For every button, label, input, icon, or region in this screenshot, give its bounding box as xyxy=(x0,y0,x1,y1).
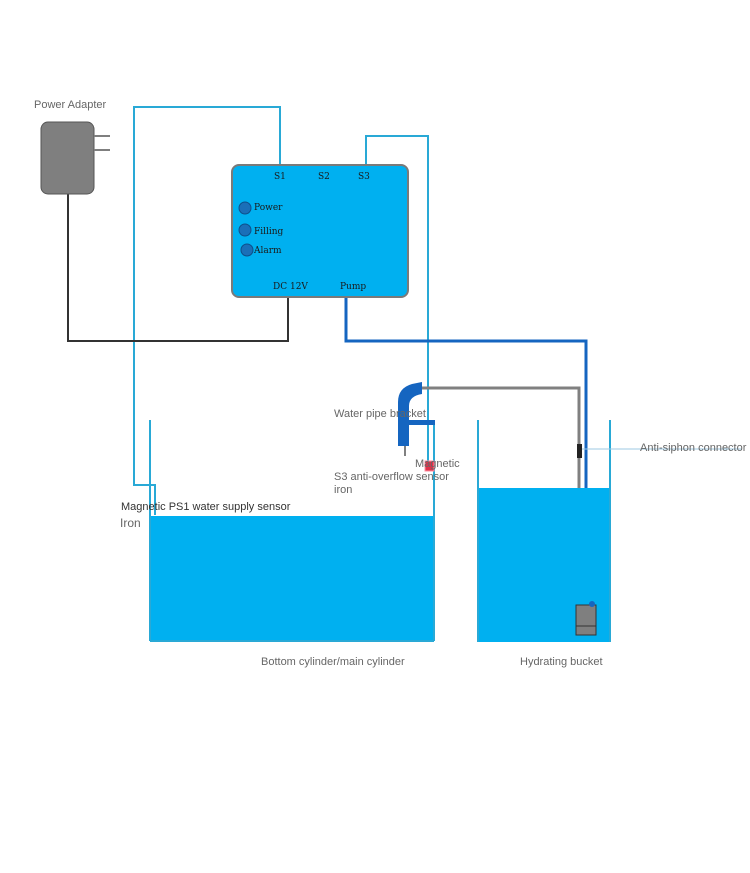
s1-sensor-wire xyxy=(133,106,281,515)
water-pipe-bracket-label: Water pipe bracket xyxy=(334,408,426,420)
power-adapter xyxy=(40,121,110,195)
anti-siphon-label: Anti-siphon connector xyxy=(640,442,747,454)
s3-sensor-magnet xyxy=(424,460,435,472)
ps1-sensor-label: Magnetic PS1 water supply sensor xyxy=(121,501,291,513)
power-led-label: Power xyxy=(254,203,283,213)
s3-iron-label: iron xyxy=(334,484,352,496)
power-adapter-label: Power Adapter xyxy=(34,99,106,111)
filling-led-label: Filling xyxy=(254,227,284,237)
controller-s1-label: S1 xyxy=(274,172,286,182)
water-pipe-bracket xyxy=(398,382,435,456)
alarm-led xyxy=(240,243,254,257)
submersible-pump xyxy=(575,601,597,636)
filling-led xyxy=(238,223,252,237)
controller-s3-label: S3 xyxy=(358,172,370,182)
ps1-iron-label: Iron xyxy=(120,516,141,530)
controller-box xyxy=(231,164,409,298)
s3-sensor-wire xyxy=(365,135,429,462)
alarm-led-label: Alarm xyxy=(253,246,282,256)
s3-sensor-label: S3 anti-overflow sensor xyxy=(334,471,449,483)
dc-power-cable xyxy=(67,194,289,342)
controller-s2-label: S2 xyxy=(318,172,330,182)
power-led xyxy=(238,201,252,215)
pump-port-label: Pump xyxy=(340,282,366,292)
pump-pipe xyxy=(344,296,588,608)
main-cylinder-label: Bottom cylinder/main cylinder xyxy=(261,656,405,668)
dc-port-label: DC 12V xyxy=(273,282,308,292)
magnetic-small-label: Magnetic xyxy=(415,458,460,470)
main-cylinder xyxy=(149,420,435,642)
hydrating-bucket-label: Hydrating bucket xyxy=(520,656,603,668)
anti-siphon-connector xyxy=(577,444,582,458)
